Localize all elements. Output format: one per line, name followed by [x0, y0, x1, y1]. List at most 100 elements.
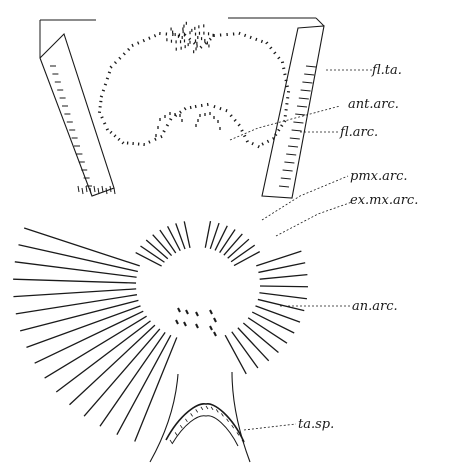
label-fl-arc: fl.arc. [339, 125, 378, 140]
radiating-line [232, 332, 258, 368]
label-ant-arc: ant.arc. [348, 97, 399, 112]
outline-dot [239, 32, 240, 35]
outline-dot [274, 52, 276, 54]
outline-dot [138, 42, 139, 45]
outline-dot [103, 123, 106, 124]
radiating-arcade-lines [13, 221, 308, 441]
band-bristle [86, 186, 87, 192]
outline-dot [256, 38, 257, 41]
flank-bristle-right [301, 90, 311, 91]
radiating-line [260, 286, 308, 287]
outline-dot [243, 135, 246, 136]
outline-dot [230, 115, 232, 117]
outline-dot [241, 130, 244, 131]
outline-dot [101, 117, 104, 118]
outline-dot [180, 111, 182, 113]
radiating-line [18, 245, 137, 272]
radiating-line [258, 263, 305, 273]
outline-dot [110, 66, 112, 68]
label-fl-ta: fl.ta. [371, 63, 402, 78]
radiating-line [146, 240, 168, 259]
outline-dot [166, 125, 169, 126]
left-flank-band [40, 20, 114, 196]
center-mark [210, 326, 212, 330]
outline-dot [190, 106, 191, 109]
flank-bristle-right [283, 170, 293, 171]
outline-dot [128, 48, 130, 50]
outline-dot [114, 135, 116, 137]
flank-bristle-right [302, 82, 312, 83]
outline-dot [267, 140, 268, 143]
outline-dot [154, 34, 155, 37]
center-mark [210, 310, 212, 314]
radiating-line [16, 295, 137, 314]
outline-dot [155, 138, 156, 141]
label-ta-sp: ta.sp. [298, 417, 334, 432]
outline-dot [200, 46, 202, 48]
radiating-line [15, 262, 137, 277]
outline-dot [245, 34, 246, 37]
band-bristle [90, 188, 91, 194]
radiating-line [20, 300, 138, 331]
radiating-line [256, 251, 301, 266]
flank-bristle-right [297, 106, 307, 107]
outline-dot [262, 143, 263, 146]
radiating-line [153, 235, 172, 256]
outline-dot [123, 53, 125, 55]
flank-bristle-right [295, 114, 305, 115]
outline-dot [278, 57, 280, 59]
center-mark [196, 312, 198, 316]
center-mark [186, 310, 188, 314]
outline-dot [149, 37, 150, 40]
flank-bristle-right [299, 98, 309, 99]
flank-bristle-right [292, 130, 302, 131]
radiating-line [136, 253, 162, 267]
outline-dot [161, 135, 162, 138]
outline-dot [205, 42, 207, 44]
outline-dot [195, 105, 196, 108]
radiating-line [243, 323, 278, 352]
flank-bristle-right [281, 178, 291, 179]
outline-dot [106, 78, 109, 79]
radiating-line [260, 275, 308, 280]
outline-dot [122, 142, 124, 144]
outline-dot [108, 72, 111, 73]
outline-dot [282, 68, 285, 69]
outline-dot [226, 109, 227, 112]
center-mark [214, 332, 216, 336]
outline-dot [261, 40, 262, 43]
tail-structure [150, 372, 250, 462]
outline-dot [220, 107, 221, 110]
radiating-line [225, 335, 246, 374]
radiating-line [220, 229, 235, 252]
band-bristle [110, 186, 111, 192]
center-mark [176, 320, 178, 324]
radiating-line [24, 228, 140, 266]
band-bristle [106, 188, 107, 194]
flank-bristle-right [284, 162, 294, 163]
band-bristle [98, 188, 99, 194]
outline-dot [119, 57, 121, 59]
radiating-line [231, 245, 255, 262]
radiating-line [259, 293, 307, 299]
outline-dot [238, 124, 240, 126]
radiating-line [160, 230, 176, 253]
flank-bristle-right [288, 146, 298, 147]
outline-dot [149, 141, 150, 144]
outline-dot [100, 96, 103, 97]
outline-dot [286, 86, 289, 87]
flank-bristle-right [290, 138, 300, 139]
radiating-line [248, 318, 287, 343]
radiating-line [234, 252, 260, 266]
center-mark [214, 318, 216, 322]
radiating-line [252, 312, 294, 333]
flank-bristle-right [306, 66, 316, 67]
outline-dot [163, 131, 166, 132]
outline-dot [246, 141, 249, 142]
radiating-line [184, 221, 190, 248]
outline-dot [266, 42, 268, 44]
flank-bristle-right [286, 154, 296, 155]
right-flank-band [228, 18, 324, 198]
center-mark [178, 308, 180, 312]
